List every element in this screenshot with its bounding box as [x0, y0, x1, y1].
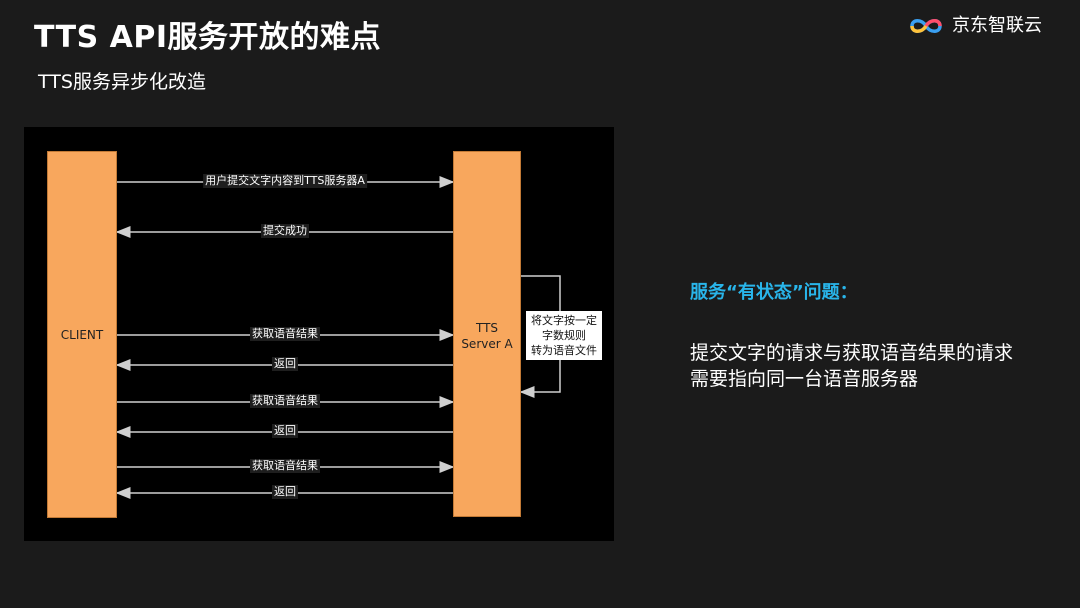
side-body: 提交文字的请求与获取语音结果的请求需要指向同一台语音服务器 — [690, 342, 1014, 390]
slide-title: TTS API服务开放的难点 — [34, 20, 382, 55]
message-label: 返回 — [272, 424, 298, 438]
message-label: 获取语音结果 — [250, 459, 320, 473]
self-note: 将文字按一定 字数规则 转为语音文件 — [526, 311, 602, 360]
sequence-diagram: CLIENT TTS Server A 将文字按一定 字数规则 转为语音文件 用… — [24, 127, 614, 541]
message-label: 获取语音结果 — [250, 394, 320, 408]
client-lifeline — [47, 151, 117, 518]
message-label: 获取语音结果 — [250, 327, 320, 341]
message-label: 返回 — [272, 357, 298, 371]
message-label: 提交成功 — [261, 224, 309, 238]
brand-name: 京东智联云 — [952, 15, 1042, 36]
message-label: 返回 — [272, 485, 298, 499]
message-label: 用户提交文字内容到TTS服务器A — [203, 174, 367, 188]
server-lifeline — [453, 151, 521, 517]
client-label: CLIENT — [60, 328, 104, 342]
brand-logo: 京东智联云 — [906, 12, 1042, 40]
side-heading: 服务“有状态”问题： — [690, 282, 858, 303]
cloud-infinity-icon — [910, 19, 942, 33]
slide-subtitle: TTS服务异步化改造 — [38, 71, 206, 93]
server-label: TTS Server A — [461, 321, 513, 351]
